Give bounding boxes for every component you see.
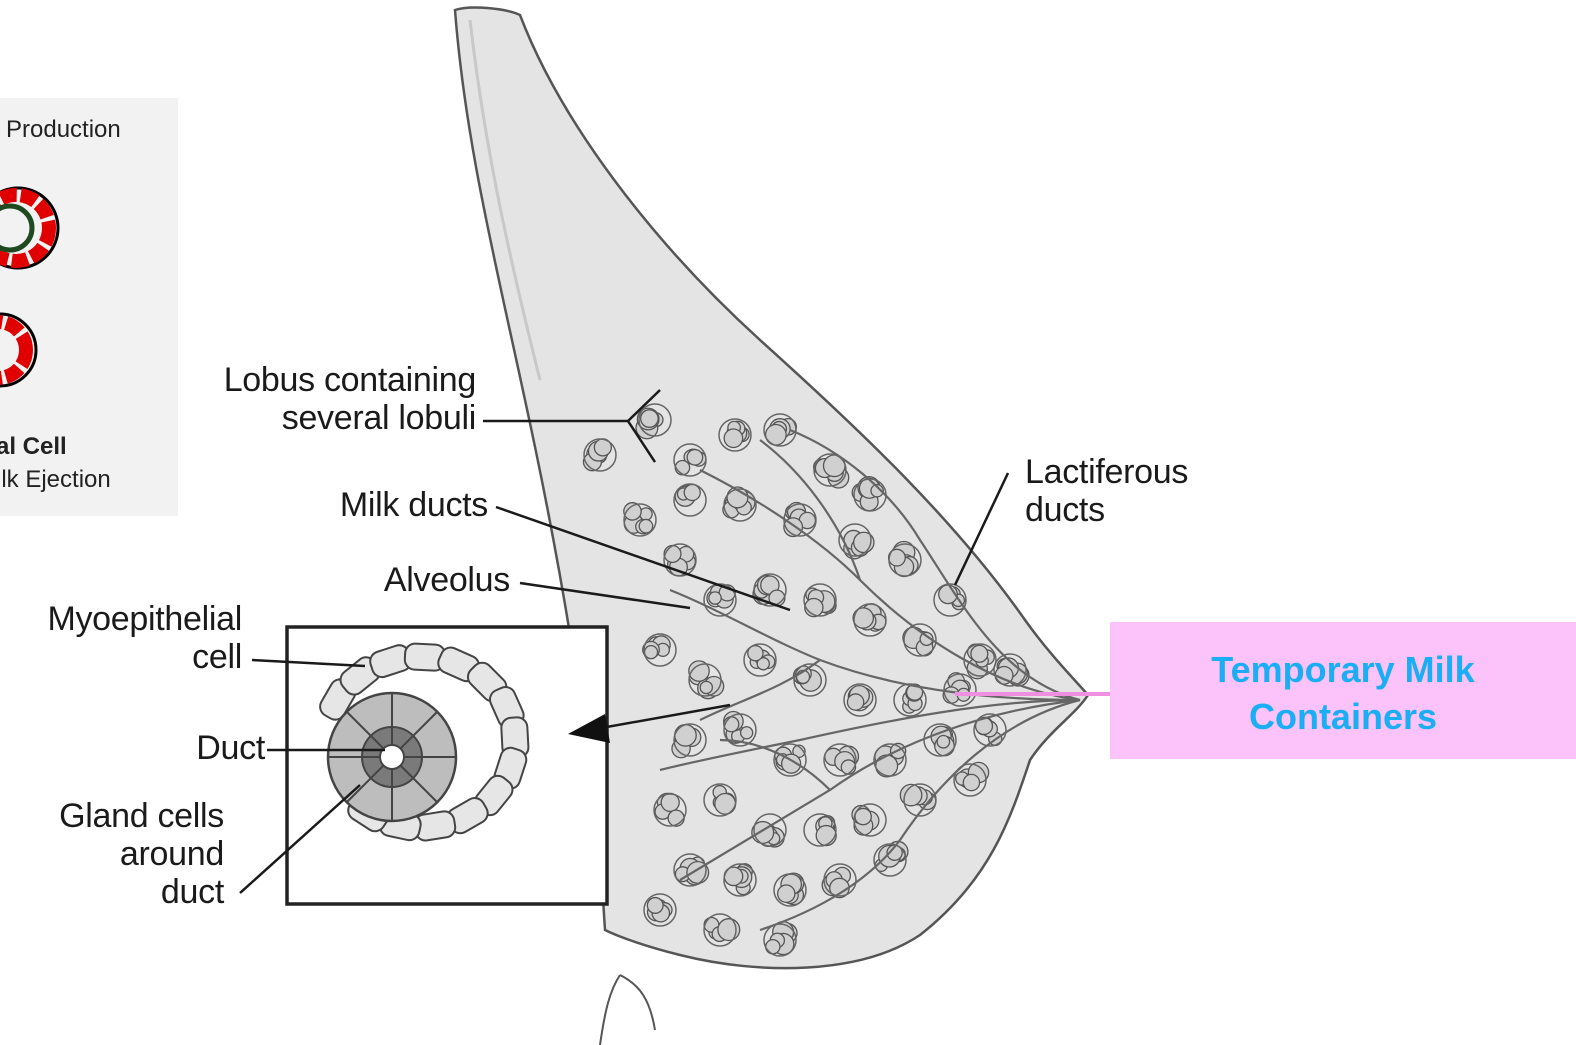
lobule [774, 873, 806, 906]
callout-box: Temporary Milk Containers [1110, 622, 1576, 759]
callout-line1: Temporary Milk [1110, 646, 1576, 693]
lobule [824, 744, 859, 776]
lobule [644, 894, 676, 926]
duct-cross-section-box [287, 627, 607, 904]
label-lobus-line2: several lobuli [100, 399, 476, 437]
inset-ejection-label: ilk Ejection [0, 466, 111, 494]
label-myoepithelial-line2: cell [0, 638, 242, 676]
callout-pointer-line [955, 692, 1110, 696]
label-lobus-line1: Lobus containing [100, 361, 476, 399]
inset-title: Production [6, 116, 121, 144]
callout-line2: Containers [1110, 693, 1576, 740]
label-lactiferous-line1: Lactiferous [1025, 453, 1245, 491]
label-duct: Duct [100, 729, 265, 767]
label-lactiferous: Lactiferous ducts [1025, 453, 1245, 529]
label-gland-line2: around [0, 835, 224, 873]
label-lactiferous-line2: ducts [1025, 491, 1245, 529]
label-gland-line3: duct [0, 873, 224, 911]
lobule [844, 684, 876, 716]
label-lobus: Lobus containing several lobuli [100, 361, 476, 437]
label-milk-ducts: Milk ducts [220, 486, 488, 524]
label-myoepithelial: Myoepithelial cell [0, 600, 242, 676]
label-myoepithelial-line1: Myoepithelial [0, 600, 242, 638]
inset-cell-label: al Cell [0, 433, 67, 461]
label-gland-cells: Gland cells around duct [0, 797, 224, 911]
lobule [794, 664, 826, 696]
callout-text: Temporary Milk Containers [1110, 646, 1576, 740]
label-alveolus: Alveolus [250, 561, 510, 599]
gland-cells-ring [328, 693, 456, 821]
lobule [724, 864, 756, 896]
lobule [784, 503, 816, 537]
label-gland-line1: Gland cells [0, 797, 224, 835]
